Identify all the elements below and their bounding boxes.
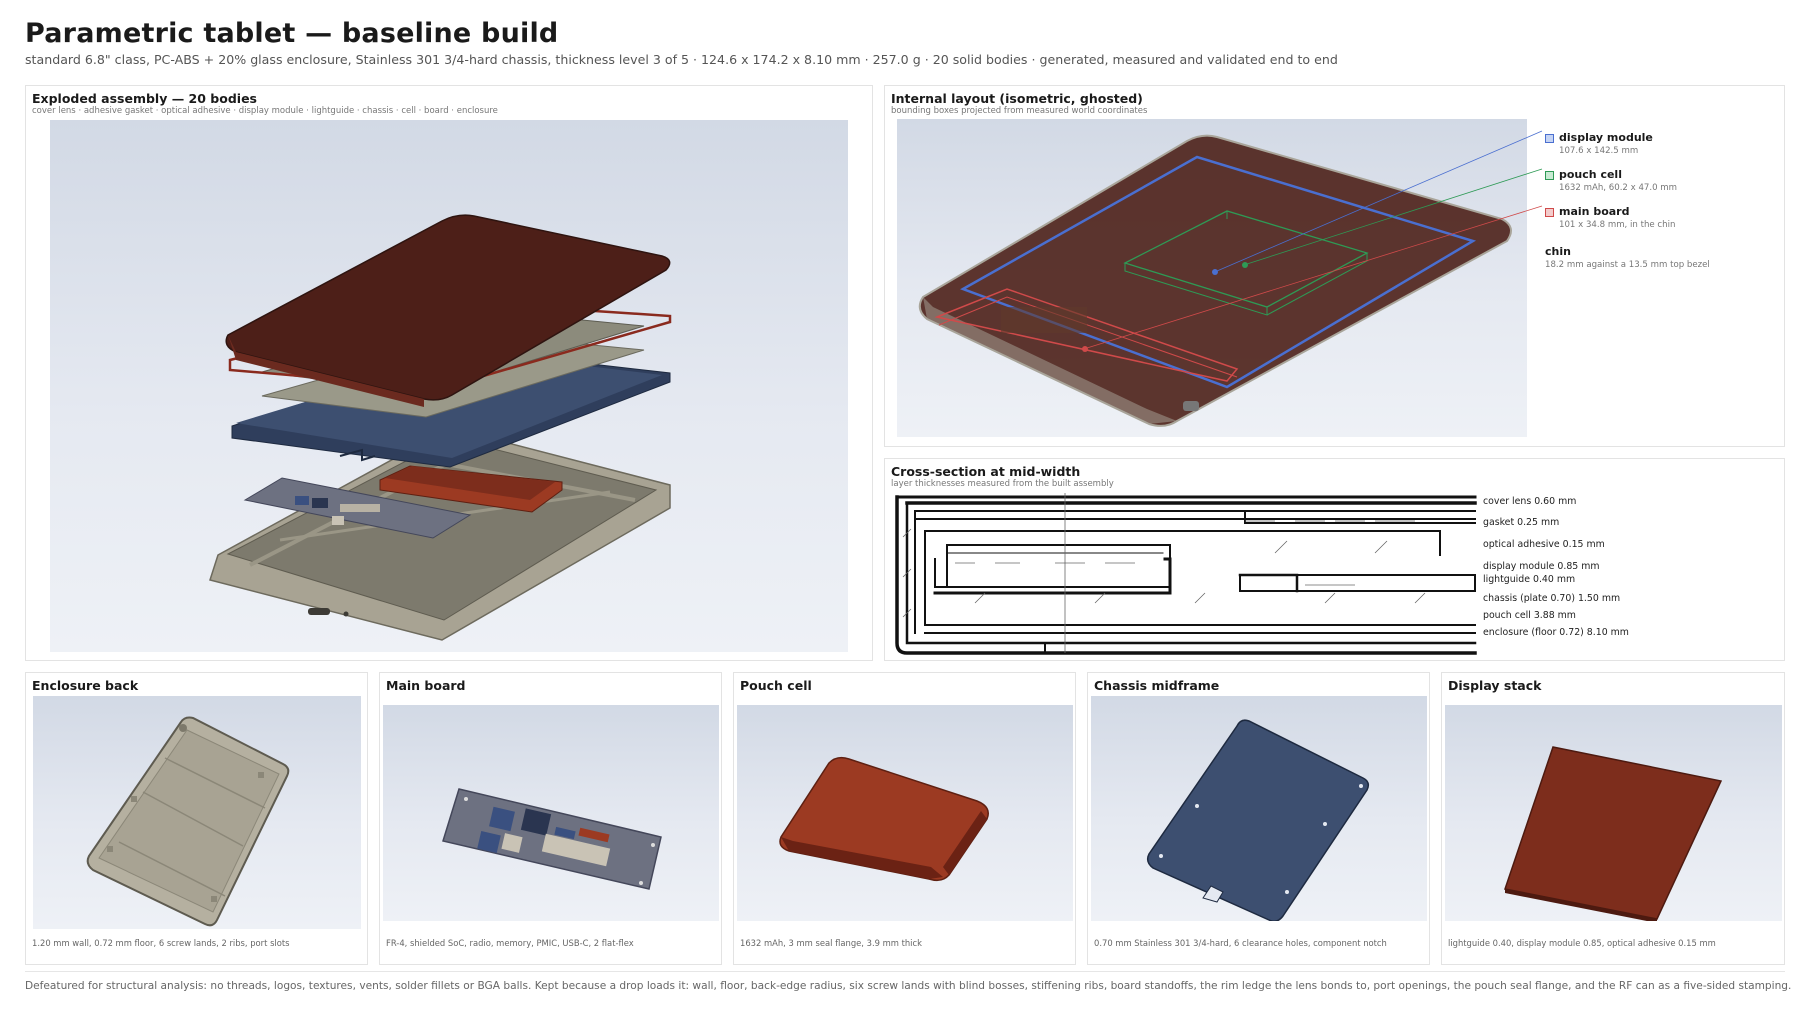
main-board-image — [442, 788, 662, 890]
enclosure-back-image — [86, 716, 290, 927]
exploded-assembly-subtitle: cover lens · adhesive gasket · optical a… — [32, 106, 498, 116]
card-enclosure-back: Enclosure back 1.20 mm wall, 0.72 mm flo… — [25, 672, 368, 965]
card-enclosure-back-caption: 1.20 mm wall, 0.72 mm floor, 6 screw lan… — [32, 938, 290, 948]
card-main-board-render — [383, 705, 719, 921]
exploded-assembly-panel: Exploded assembly — 20 bodies cover lens… — [25, 85, 873, 661]
page-subtitle: standard 6.8" class, PC-ABS + 20% glass … — [25, 52, 1338, 67]
legend-display-name: display module — [1559, 131, 1653, 144]
internal-layout-title: Internal layout (isometric, ghosted) — [891, 91, 1143, 106]
card-enclosure-back-render — [33, 696, 361, 929]
page-title: Parametric tablet — baseline build — [25, 18, 559, 49]
internal-layout-subtitle: bounding boxes projected from measured w… — [891, 106, 1148, 116]
card-pouch-cell-render — [737, 705, 1073, 921]
card-display-stack-caption: lightguide 0.40, display module 0.85, op… — [1448, 938, 1716, 948]
display-stack-image — [1504, 746, 1723, 921]
exploded-assembly-title: Exploded assembly — 20 bodies — [32, 91, 257, 106]
card-main-board-caption: FR-4, shielded SoC, radio, memory, PMIC,… — [386, 938, 634, 948]
legend-chin-detail: 18.2 mm against a 13.5 mm top bezel — [1545, 260, 1710, 270]
exploded-assembly-image — [209, 214, 672, 641]
legend-board-detail: 101 x 34.8 mm, in the chin — [1559, 220, 1676, 230]
cross-section-title: Cross-section at mid-width — [891, 464, 1081, 479]
internal-layout-panel: Internal layout (isometric, ghosted) bou… — [884, 85, 1785, 447]
card-main-board-title: Main board — [386, 678, 466, 693]
card-display-stack-title: Display stack — [1448, 678, 1542, 693]
legend-swatch-cell — [1545, 171, 1554, 180]
legend-swatch-board — [1545, 208, 1554, 217]
card-chassis-midframe-caption: 0.70 mm Stainless 301 3/4-hard, 6 cleara… — [1094, 938, 1387, 948]
section-layer-label: optical adhesive 0.15 mm — [1483, 539, 1605, 550]
card-pouch-cell-caption: 1632 mAh, 3 mm seal flange, 3.9 mm thick — [740, 938, 922, 948]
card-chassis-midframe-title: Chassis midframe — [1094, 678, 1220, 693]
card-enclosure-back-title: Enclosure back — [32, 678, 139, 693]
card-chassis-midframe-render — [1091, 696, 1427, 921]
legend-chin-name: chin — [1545, 245, 1571, 258]
section-layer-label: cover lens 0.60 mm — [1483, 496, 1577, 507]
section-layer-label: pouch cell 3.88 mm — [1483, 610, 1576, 621]
card-main-board: Main board FR-4, shielded SoC, radio, me… — [379, 672, 722, 965]
cross-section-diagram — [895, 493, 1477, 655]
legend-cell-detail: 1632 mAh, 60.2 x 47.0 mm — [1559, 183, 1678, 193]
section-layer-label: enclosure (floor 0.72) 8.10 mm — [1483, 627, 1629, 638]
card-display-stack-render — [1445, 705, 1782, 921]
cross-section-panel: Cross-section at mid-width layer thickne… — [884, 458, 1785, 661]
card-pouch-cell-title: Pouch cell — [740, 678, 812, 693]
exploded-cover-lens — [225, 214, 671, 401]
internal-layout-image — [918, 134, 1512, 427]
card-display-stack: Display stack lightguide 0.40, display m… — [1441, 672, 1785, 965]
card-pouch-cell: Pouch cell 1632 mAh, 3 mm seal flange, 3… — [733, 672, 1076, 965]
section-layer-label: gasket 0.25 mm — [1483, 517, 1560, 528]
exploded-assembly-render — [50, 120, 848, 652]
legend-board-name: main board — [1559, 205, 1630, 218]
chassis-midframe-image — [1146, 719, 1370, 921]
section-layer-label: chassis (plate 0.70) 1.50 mm — [1483, 593, 1621, 604]
card-chassis-midframe: Chassis midframe 0.70 mm Stainless 301 3… — [1087, 672, 1430, 965]
pouch-cell-image — [779, 756, 989, 882]
usb-port — [308, 608, 330, 615]
legend-cell-name: pouch cell — [1559, 168, 1622, 181]
cross-section-subtitle: layer thicknesses measured from the buil… — [891, 479, 1114, 489]
section-layer-label: display module 0.85 mm — [1483, 561, 1600, 572]
footer-note: Defeatured for structural analysis: no t… — [25, 980, 1792, 992]
legend-swatch-display — [1545, 134, 1554, 143]
footer-divider — [25, 971, 1785, 972]
section-layer-label: lightguide 0.40 mm — [1483, 574, 1576, 585]
internal-layout-render — [897, 119, 1527, 437]
ghost-board-outline — [934, 288, 1239, 382]
legend-display-detail: 107.6 x 142.5 mm — [1559, 146, 1639, 156]
